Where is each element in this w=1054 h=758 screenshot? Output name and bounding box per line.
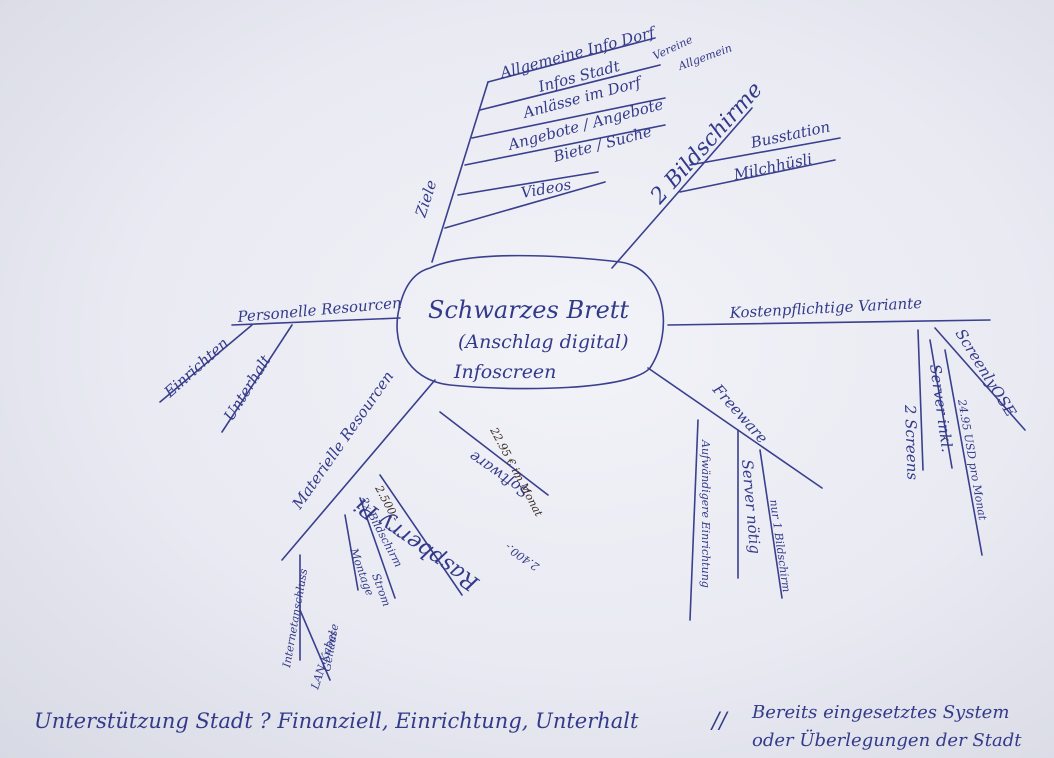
materielle-line-4 xyxy=(344,514,359,591)
kosten-line-4 xyxy=(917,329,924,471)
footer-sep: // xyxy=(710,709,729,734)
branch-kosten xyxy=(667,319,991,326)
freeware-item-1: nur 1 Bildschirm xyxy=(767,499,793,594)
personelle-item-2: Unterhalt xyxy=(220,351,275,424)
footer-right-2: oder Überlegungen der Stadt xyxy=(752,728,1022,751)
bildschirme-label: 2 Bildschirme xyxy=(645,77,768,209)
freeware-line-1 xyxy=(759,449,783,599)
branch-freeware xyxy=(647,367,823,489)
materielle-item-4: Montage xyxy=(347,546,377,598)
center-line2: (Anschlag digital) xyxy=(458,331,629,353)
personelle-line-2 xyxy=(221,324,293,433)
personelle-item-1: Einrichten xyxy=(160,334,232,402)
materielle-note-2: 2.400.- xyxy=(502,540,542,574)
materielle-line-2 xyxy=(379,474,463,596)
freeware-item-2: Server nötig xyxy=(738,459,764,555)
materielle-item-6: Internetanschluss xyxy=(280,567,310,669)
ziele-line-5 xyxy=(457,171,599,196)
personelle-line-1 xyxy=(159,324,253,403)
branch-materielle xyxy=(281,379,436,561)
materielle-line-3 xyxy=(359,497,396,599)
bildschirme-line-2 xyxy=(679,159,836,193)
ziele-line-3 xyxy=(471,97,666,139)
freeware-line-3 xyxy=(689,419,699,621)
kosten-item-4: 2 Screens xyxy=(901,404,922,481)
materielle-line-6 xyxy=(299,609,331,681)
ziele-line-1 xyxy=(487,37,656,83)
ziele-line-6 xyxy=(444,181,606,229)
ziele-label: Ziele xyxy=(411,178,440,221)
center-line1: Schwarzes Brett xyxy=(428,296,629,324)
kosten-item-3: Server inkl. xyxy=(926,363,956,453)
center-line3: Infoscreen xyxy=(453,361,556,383)
freeware-label: Freeware xyxy=(708,380,771,447)
footer-right-1: Bereits eingesetztes System xyxy=(751,702,1009,723)
branch-bildschirme xyxy=(611,107,753,269)
branch-ziele xyxy=(431,81,489,263)
kosten-line-3 xyxy=(929,339,953,469)
kosten-line-2 xyxy=(944,349,983,556)
bildschirme-line-1 xyxy=(689,137,841,166)
freeware-item-3: Aufwändigere Einrichtung xyxy=(699,439,712,588)
center-bubble xyxy=(396,254,665,390)
ziele-item-6: Videos xyxy=(520,175,573,202)
ziele-line-4 xyxy=(464,124,666,166)
materielle-line-1 xyxy=(439,411,549,496)
kosten-label: Kostenpflichtige Variante xyxy=(728,294,922,322)
branch-personelle xyxy=(231,317,401,326)
kosten-line-1 xyxy=(934,327,1026,431)
ziele-line-2 xyxy=(479,64,661,111)
footer-left: Unterstützung Stadt ? Finanziell, Einric… xyxy=(34,709,639,733)
materielle-item-8: Gehäuse xyxy=(320,622,341,672)
